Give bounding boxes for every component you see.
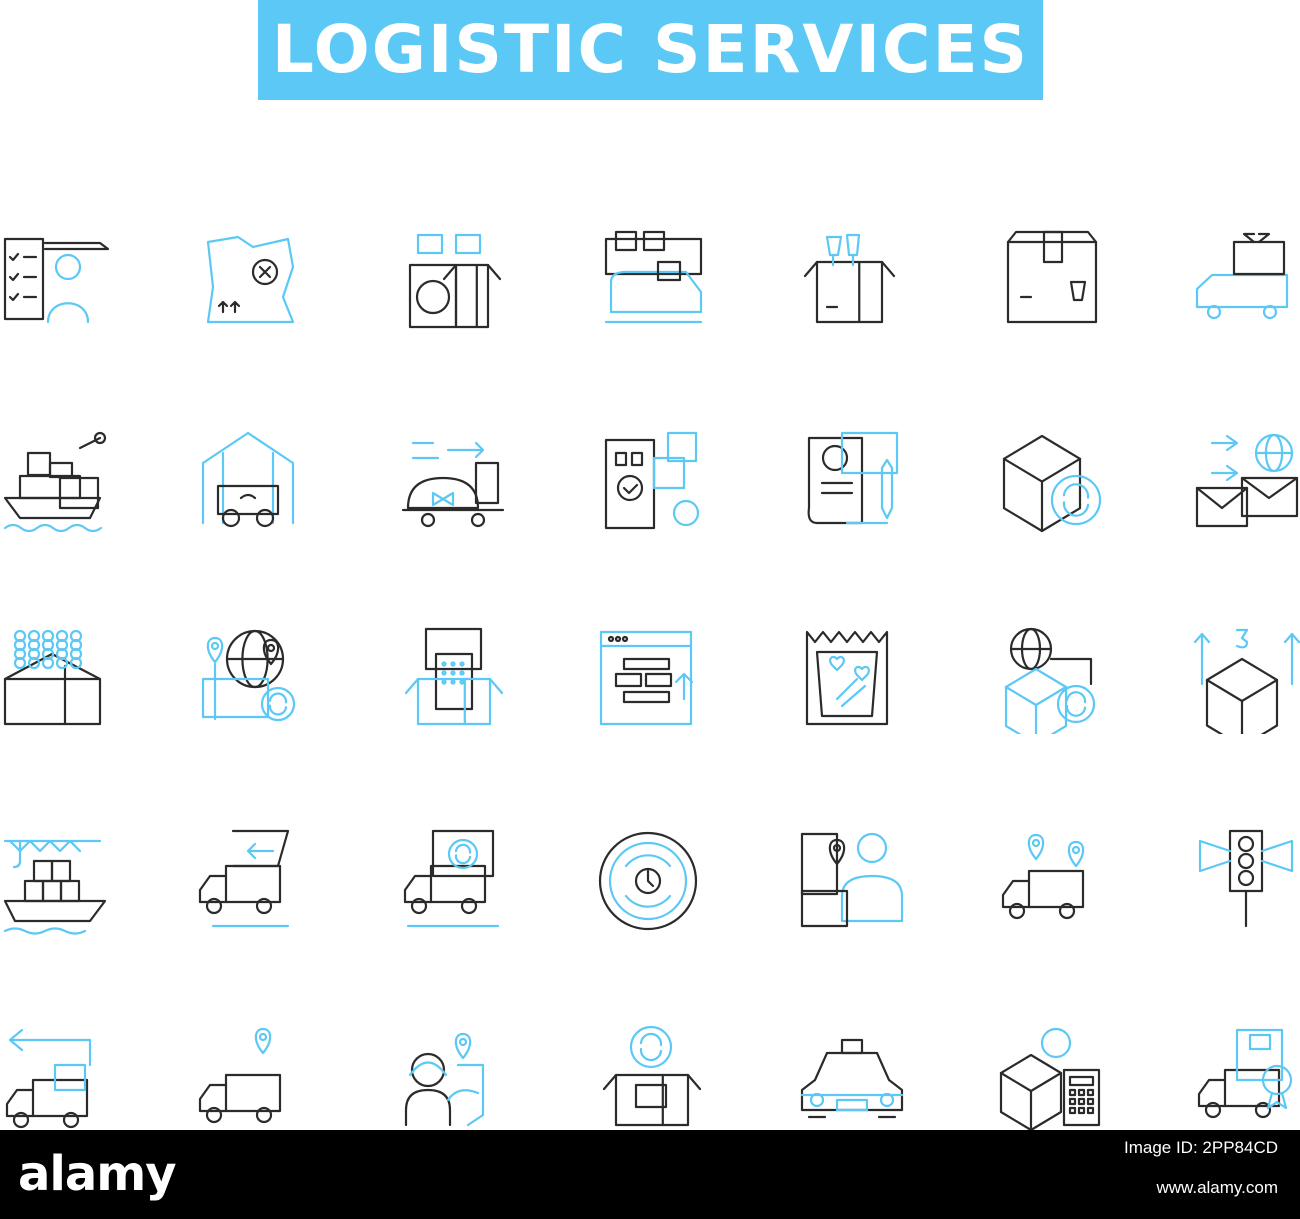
paper-bag-hearts-icon xyxy=(797,624,907,734)
truck-route-icon xyxy=(996,826,1106,936)
automated-warehouse-icon xyxy=(193,428,303,538)
page-title: LOGISTIC SERVICES xyxy=(271,11,1030,88)
box-lift-icon xyxy=(1192,624,1300,734)
fragile-glass-box-icon xyxy=(797,227,907,337)
courier-location-icon xyxy=(398,1025,508,1135)
time-cycle-icon xyxy=(596,826,706,936)
return-truck-icon xyxy=(193,826,303,936)
gift-truck-icon xyxy=(1192,227,1300,337)
cycle-truck-icon xyxy=(398,826,508,936)
packed-box-icon xyxy=(398,624,508,734)
24h-box-icon xyxy=(596,1025,706,1135)
box-cost-calculator-icon xyxy=(996,1025,1106,1135)
taxi-car-icon xyxy=(797,1025,907,1135)
site-url-text: www.alamy.com xyxy=(1156,1178,1278,1197)
icon-grid xyxy=(0,227,1300,1132)
phone-location-person-icon xyxy=(797,826,907,936)
port-ship-containers-icon xyxy=(0,826,110,936)
bubble-wrap-box-icon xyxy=(0,624,110,734)
cargo-ship-crane-icon xyxy=(0,428,110,538)
fragile-parcel-icon xyxy=(996,227,1106,337)
global-location-box-icon xyxy=(193,624,303,734)
watermark-logo: alamy xyxy=(18,1146,177,1202)
title-banner: LOGISTIC SERVICES xyxy=(258,0,1043,100)
certified-truck-icon xyxy=(1192,1025,1300,1135)
email-globe-icon xyxy=(1192,428,1300,538)
footer-bar: alamy Image ID: 2PP84CD www.alamy.com xyxy=(0,1130,1300,1219)
checklist-courier-icon xyxy=(0,227,110,337)
train-cargo-icon xyxy=(596,227,706,337)
image-id-text: Image ID: 2PP84CD xyxy=(1123,1138,1278,1157)
crumpled-map-icon xyxy=(193,227,303,337)
invoice-pen-icon xyxy=(797,428,907,538)
confused-boy-package-icon xyxy=(398,227,508,337)
box-refresh-icon xyxy=(996,428,1106,538)
truck-location-icon xyxy=(193,1025,303,1135)
globe-box-refresh-icon xyxy=(996,624,1106,734)
traffic-light-icon xyxy=(1192,826,1300,936)
mobile-app-payment-icon xyxy=(596,428,706,538)
web-page-upload-icon xyxy=(596,624,706,734)
return-delivery-truck-icon xyxy=(0,1025,110,1135)
express-food-truck-icon xyxy=(398,428,508,538)
